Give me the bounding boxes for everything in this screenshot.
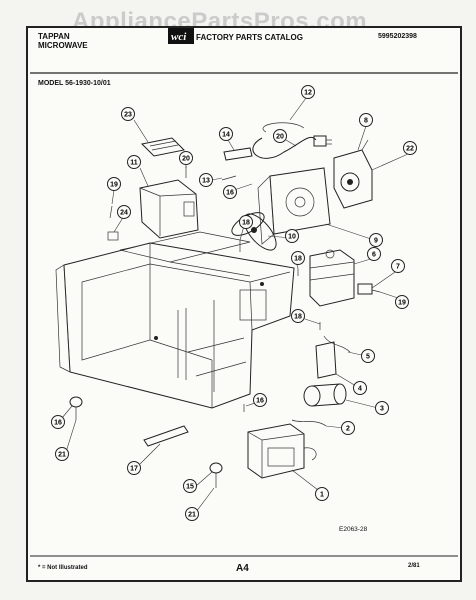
callout-18: 18: [291, 309, 305, 323]
callout-13: 13: [199, 173, 213, 187]
callout-number: 20: [182, 155, 190, 162]
callout-4: 4: [353, 381, 367, 395]
callout-2: 2: [341, 421, 355, 435]
figure-code: E2063-28: [339, 526, 368, 533]
callout-16: 16: [253, 393, 267, 407]
callout-number: 16: [54, 419, 62, 426]
callout-number: 6: [372, 251, 376, 258]
callout-number: 4: [358, 385, 362, 392]
callout-number: 18: [242, 219, 250, 226]
revision-date: 2/81: [408, 563, 420, 569]
callout-24: 24: [117, 205, 131, 219]
callout-number: 11: [130, 159, 138, 166]
callout-6: 6: [367, 247, 381, 261]
part-air-duct: [139, 179, 199, 239]
product-line: MICROWAVE: [38, 41, 88, 50]
part-transformer: [247, 423, 317, 479]
callout-number: 5: [366, 353, 370, 360]
callout-16: 16: [223, 185, 237, 199]
callout-14: 14: [219, 127, 233, 141]
callout-23: 23: [121, 107, 135, 121]
callout-number: 16: [226, 189, 234, 196]
callout-1: 1: [315, 487, 329, 501]
callout-number: 23: [124, 111, 132, 118]
catalog-part-number: 5995202398: [378, 33, 417, 40]
callout-12: 12: [301, 85, 315, 99]
callout-19: 19: [107, 177, 121, 191]
diagram-frame: [26, 26, 462, 582]
callout-number: 9: [374, 237, 378, 244]
callout-number: 2: [346, 425, 350, 432]
callout-number: 21: [188, 511, 196, 518]
callout-number: 12: [304, 89, 312, 96]
callout-5: 5: [361, 349, 375, 363]
callout-10: 10: [285, 229, 299, 243]
callout-16: 16: [51, 415, 65, 429]
brand-name: TAPPAN: [38, 32, 70, 41]
page-code: A4: [236, 563, 249, 574]
model-number: MODEL 56-1930-10/01: [38, 80, 111, 87]
callout-number: 3: [380, 405, 384, 412]
part-cover: [140, 137, 186, 157]
callout-number: 20: [276, 133, 284, 140]
callout-number: 22: [406, 145, 414, 152]
part-motor: [333, 139, 373, 209]
callout-number: 13: [202, 177, 210, 184]
callout-number: 19: [110, 181, 118, 188]
callout-17: 17: [127, 461, 141, 475]
callout-7: 7: [391, 259, 405, 273]
callout-19: 19: [395, 295, 409, 309]
callout-20: 20: [179, 151, 193, 165]
callout-leaders: [61, 97, 409, 513]
callout-number: 16: [256, 397, 264, 404]
callout-22: 22: [403, 141, 417, 155]
callout-8: 8: [359, 113, 373, 127]
callout-number: 15: [186, 483, 194, 490]
catalog-title: FACTORY PARTS CATALOG: [196, 33, 303, 42]
callout-21: 21: [55, 447, 69, 461]
callout-20: 20: [273, 129, 287, 143]
logo-text: wci: [171, 31, 187, 43]
callout-9: 9: [369, 233, 383, 247]
callout-number: 14: [222, 131, 230, 138]
callout-number: 18: [294, 255, 302, 262]
wci-logo: wci: [168, 28, 194, 44]
part-capacitor: [303, 383, 347, 407]
part-magnetron: [309, 249, 355, 307]
callout-number: 19: [398, 299, 406, 306]
callout-number: 21: [58, 451, 66, 458]
callout-number: 7: [396, 263, 400, 270]
callout-11: 11: [127, 155, 141, 169]
callout-number: 1: [320, 491, 324, 498]
callout-number: 17: [130, 465, 138, 472]
callout-18: 18: [291, 251, 305, 265]
callout-21: 21: [185, 507, 199, 521]
footnote: * = Not Illustrated: [38, 565, 88, 571]
callout-number: 10: [288, 233, 296, 240]
callout-number: 18: [294, 313, 302, 320]
callout-number: 8: [364, 117, 368, 124]
callout-18: 18: [239, 215, 253, 229]
callout-number: 24: [120, 209, 128, 216]
callout-3: 3: [375, 401, 389, 415]
cabinet-frame: [55, 231, 295, 409]
part-fan-housing: [257, 167, 331, 245]
callout-15: 15: [183, 479, 197, 493]
